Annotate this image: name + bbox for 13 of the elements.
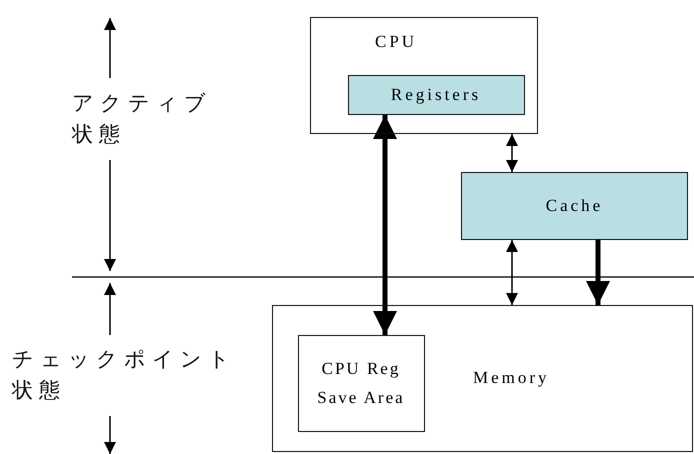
cpu-box [310, 17, 538, 134]
arrow [506, 240, 518, 305]
register-box: Registers [348, 74, 524, 114]
arrow [373, 115, 397, 335]
state-label: アクティブ状態 [72, 90, 213, 148]
memory-box [272, 305, 693, 452]
arrow [506, 134, 518, 172]
box-label: CPU [375, 32, 418, 52]
state-label: チェックポイント状態 [12, 346, 237, 404]
arrow [586, 240, 610, 305]
cache-box: Cache [461, 172, 688, 240]
save-area-box: CPU Reg Save Area [298, 334, 424, 432]
box-label: Memory [473, 367, 550, 389]
